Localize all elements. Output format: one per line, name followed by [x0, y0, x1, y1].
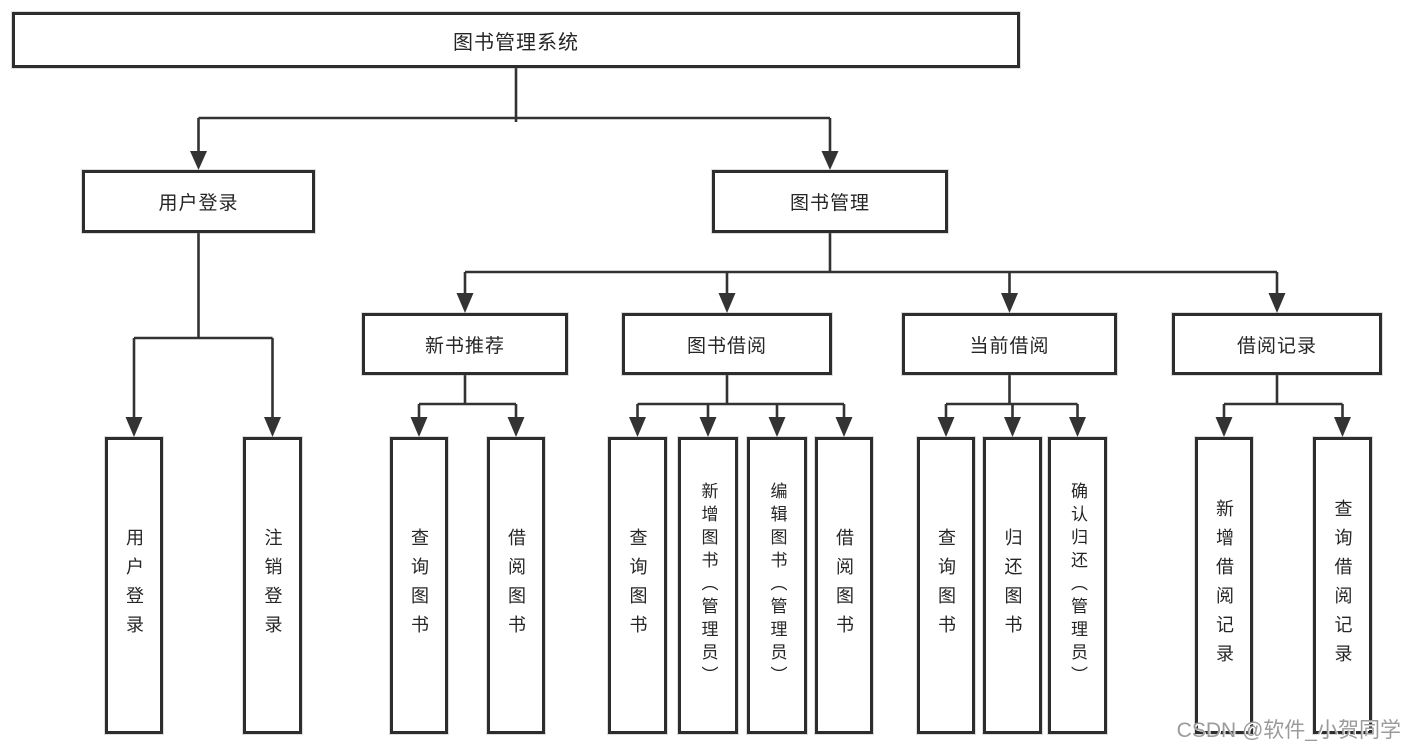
- leaf-label: 编辑图书（管理员）: [767, 482, 787, 689]
- leaf-label: 查询图书: [936, 527, 956, 644]
- node-library-system: 图书管理系统: [12, 12, 1020, 68]
- arrowhead: [821, 151, 839, 170]
- leaf-label: 用户登录: [124, 527, 144, 644]
- leaf-label: 查询图书: [409, 527, 429, 644]
- leaf-label: 归还图书: [1002, 527, 1023, 644]
- node-book-management: 图书管理: [712, 170, 948, 233]
- leaf-edit-book-admin: 编辑图书（管理员）: [747, 437, 807, 734]
- leaf-query-books-borrow: 查询图书: [608, 437, 667, 734]
- node-current-borrow: 当前借阅: [902, 313, 1117, 375]
- arrowhead: [456, 293, 474, 313]
- leaf-label: 新增图书（管理员）: [698, 482, 718, 689]
- node-label: 新书推荐: [424, 335, 505, 357]
- arrowhead: [125, 417, 143, 437]
- leaf-add-book-admin: 新增图书（管理员）: [678, 437, 738, 734]
- arrowhead: [718, 293, 736, 313]
- connector-bookmgmt-to-level3: [463, 233, 1279, 296]
- connector-userlogin-to-leaves: [132, 233, 274, 420]
- leaf-label: 查询图书: [627, 527, 648, 644]
- arrowhead: [835, 417, 853, 437]
- arrowhead: [190, 151, 207, 170]
- node-book-borrow: 图书借阅: [622, 313, 832, 375]
- leaf-label: 确认归还（管理员）: [1068, 482, 1087, 689]
- leaf-borrow-books: 借阅图书: [815, 437, 873, 734]
- leaf-query-borrow-record: 查询借阅记录: [1313, 437, 1372, 734]
- leaf-label: 注销登录: [262, 527, 283, 644]
- arrowhead: [699, 417, 717, 437]
- node-label: 用户登录: [158, 193, 239, 214]
- connector-newbook-to-leaves: [417, 375, 518, 420]
- arrowhead: [1001, 293, 1018, 313]
- connector-root-to-level2: [197, 68, 832, 153]
- node-label: 图书管理系统: [453, 31, 579, 54]
- arrowheads: [125, 151, 1351, 437]
- node-label: 借阅记录: [1236, 335, 1317, 357]
- arrowhead: [937, 417, 955, 437]
- leaf-add-borrow-record: 新增借阅记录: [1195, 437, 1253, 734]
- leaf-label: 借阅图书: [834, 527, 854, 644]
- arrowhead: [507, 417, 525, 437]
- leaf-label: 借阅图书: [506, 527, 526, 644]
- leaf-label: 查询借阅记录: [1332, 498, 1353, 673]
- node-new-book-recommend: 新书推荐: [362, 313, 568, 375]
- node-label: 图书管理: [789, 193, 870, 214]
- leaf-user-login: 用户登录: [105, 437, 163, 734]
- arrowhead: [264, 417, 281, 437]
- arrowhead: [1215, 417, 1233, 437]
- connector-bookborrow-to-leaves: [636, 375, 846, 420]
- leaf-query-books-recommend: 查询图书: [390, 437, 448, 734]
- arrowhead: [410, 417, 428, 437]
- leaf-query-books-current: 查询图书: [917, 437, 975, 734]
- arrowhead: [1004, 417, 1021, 437]
- csdn-watermark: CSDN @软件_小贺同学: [1176, 719, 1401, 742]
- leaf-label: 新增借阅记录: [1214, 498, 1234, 673]
- leaf-return-books: 归还图书: [983, 437, 1042, 734]
- arrowhead: [629, 417, 646, 437]
- node-label: 图书借阅: [686, 335, 767, 357]
- arrowhead: [768, 417, 786, 437]
- node-borrow-records: 借阅记录: [1172, 313, 1382, 375]
- leaf-borrow-books-recommend: 借阅图书: [487, 437, 545, 734]
- leaf-confirm-return-admin: 确认归还（管理员）: [1048, 437, 1107, 734]
- connector-borrowrecords-to-leaves: [1222, 375, 1344, 420]
- connector-currentborrow-to-leaves: [944, 375, 1079, 420]
- arrowhead: [1268, 293, 1286, 313]
- node-user-login: 用户登录: [82, 170, 315, 233]
- arrowhead: [1069, 417, 1086, 437]
- leaf-logout: 注销登录: [243, 437, 302, 734]
- arrowhead: [1334, 417, 1351, 437]
- node-label: 当前借阅: [969, 335, 1050, 357]
